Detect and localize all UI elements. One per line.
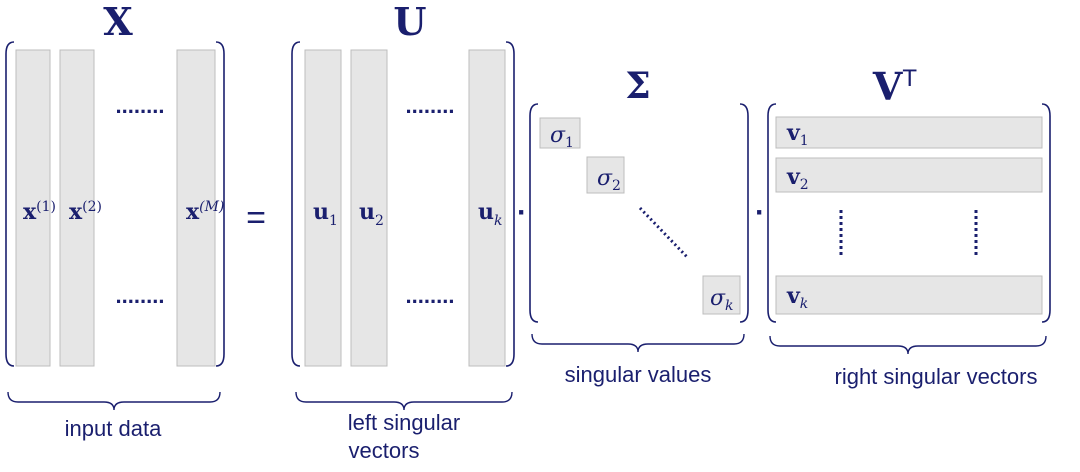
- matrix-sigma-s1-label: σ1: [550, 123, 574, 151]
- matrix-sigma-diagonal-dots: [638, 206, 690, 260]
- matrix-sigma-brace: [531, 333, 745, 353]
- matrix-u-column-k: [468, 49, 506, 367]
- matrix-sigma-sk-label: σk: [710, 286, 734, 314]
- matrix-u-colk-label: uk: [478, 199, 502, 229]
- matrix-vt-caption: right singular vectors: [835, 364, 1038, 389]
- equals-sign: =: [246, 199, 266, 237]
- matrix-vt-row-1: [775, 116, 1043, 149]
- matrix-u-caption-line1: left singular: [348, 410, 461, 435]
- matrix-vt-rk-label: vk: [786, 283, 808, 312]
- matrix-u-col1-label: u1: [313, 199, 338, 229]
- matrix-x-title: X: [103, 0, 133, 44]
- matrix-x-left-bracket: [5, 41, 15, 367]
- matrix-vt-title: VT: [872, 64, 917, 109]
- matrix-sigma-s2-label: σ2: [597, 166, 621, 194]
- matrix-vt-right-bracket: [1041, 103, 1051, 323]
- matrix-u-brace: [295, 391, 513, 411]
- matrix-vt-left-bracket: [767, 103, 777, 323]
- matrix-vt-r2-label: v2: [786, 164, 809, 193]
- matrix-sigma-cell-k: [702, 275, 741, 315]
- matrix-x-col2-label: x(2): [69, 199, 102, 225]
- matrix-sigma-title: Σ: [625, 65, 650, 107]
- matrix-sigma-left-bracket: [529, 103, 539, 323]
- matrix-x-column-1: [15, 49, 51, 367]
- matrix-x: X ........ ........ x(1) x(2) x(M) input…: [5, 0, 225, 441]
- matrix-x-ellipsis-top: ........: [116, 93, 165, 118]
- matrix-u-ellipsis-bottom: ........: [406, 283, 455, 308]
- matrix-u-left-bracket: [291, 41, 301, 367]
- matrix-sigma: Σ σ1 σ2 σk singular values: [529, 65, 749, 387]
- matrix-x-brace: [7, 391, 221, 411]
- matrix-u-column-2: [350, 49, 388, 367]
- matrix-u-col2-label: u2: [359, 199, 384, 229]
- matrix-vt-brace: [769, 335, 1047, 355]
- matrix-u-ellipsis-top: ........: [406, 93, 455, 118]
- multiply-dot-1: ·: [517, 196, 527, 229]
- matrix-u-right-bracket: [505, 41, 515, 367]
- matrix-sigma-cell-1: [539, 117, 581, 149]
- matrix-vt-r1-label: v1: [786, 120, 809, 149]
- matrix-sigma-right-bracket: [739, 103, 749, 323]
- matrix-x-column-m: [176, 49, 216, 367]
- multiply-dot-2: ·: [755, 196, 765, 229]
- matrix-x-col1-label: x(1): [23, 199, 56, 225]
- matrix-sigma-caption: singular values: [565, 362, 712, 387]
- matrix-vt-row-2: [775, 157, 1043, 193]
- matrix-x-ellipsis-bottom: ........: [116, 283, 165, 308]
- matrix-u-title: U: [393, 0, 426, 44]
- matrix-x-colm-label: x(M): [186, 199, 224, 225]
- matrix-u-caption-line2: vectors: [349, 438, 420, 463]
- matrix-u: U ........ ........ u1 u2 uk left singul…: [291, 0, 515, 463]
- matrix-x-caption: input data: [65, 416, 162, 441]
- matrix-vt: VT v1 v2 vk right singular vectors: [767, 64, 1051, 389]
- matrix-x-right-bracket: [215, 41, 225, 367]
- matrix-x-column-2: [59, 49, 95, 367]
- matrix-sigma-cell-2: [586, 156, 625, 194]
- matrix-u-column-1: [304, 49, 342, 367]
- matrix-vt-row-k: [775, 275, 1043, 315]
